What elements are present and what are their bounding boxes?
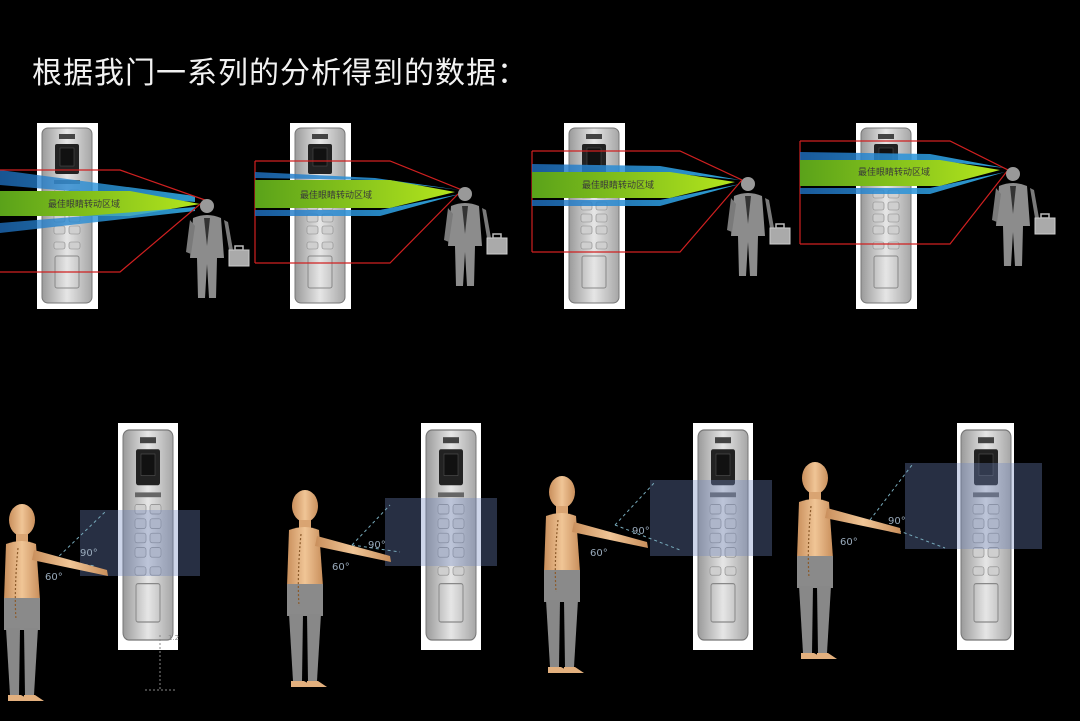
zone-label-2: 最佳眼睛转动区域 (300, 189, 372, 201)
zone-label-3: 最佳眼睛转动区域 (582, 179, 654, 191)
angle-90-label: 90° (368, 540, 386, 551)
zone-label-4: 最佳眼睛转动区域 (858, 166, 930, 178)
top-panel-3: 最佳眼睛转动区域 (531, 123, 791, 309)
businessman-figure (443, 186, 508, 287)
bottom-scene-1: 60° 90° 1.2 (3, 423, 200, 702)
standing-person (796, 461, 902, 660)
angle-60-label: 60° (840, 537, 858, 548)
top-panel-1: 最佳眼睛转动区域 (0, 123, 250, 309)
bottom-scene-2: 60° 90° (286, 423, 497, 688)
bottom-scene-4: 60° 90° (796, 423, 1042, 660)
dimension-label: 1.2 (168, 634, 179, 642)
angle-60-label: 60° (332, 562, 350, 573)
businessman-figure (185, 198, 250, 299)
businessman-figure (726, 176, 791, 277)
angle-60-label: 60° (45, 572, 63, 583)
bottom-scene-3: 60° 90° (543, 423, 772, 674)
angle-90-label: 90° (80, 548, 98, 559)
page-title: 根据我门一系列的分析得到的数据： (32, 56, 528, 91)
businessman-figure (991, 166, 1056, 267)
zone-label-1: 最佳眼睛转动区域 (48, 198, 120, 210)
top-panel-4: 最佳眼睛转动区域 (799, 123, 1056, 309)
angle-60-label: 60° (590, 548, 608, 559)
standing-person (286, 489, 392, 688)
top-panel-2: 最佳眼睛转动区域 (254, 123, 508, 309)
angle-90-label: 90° (632, 526, 650, 537)
angle-90-label: 90° (888, 516, 906, 527)
standing-person (543, 475, 649, 674)
